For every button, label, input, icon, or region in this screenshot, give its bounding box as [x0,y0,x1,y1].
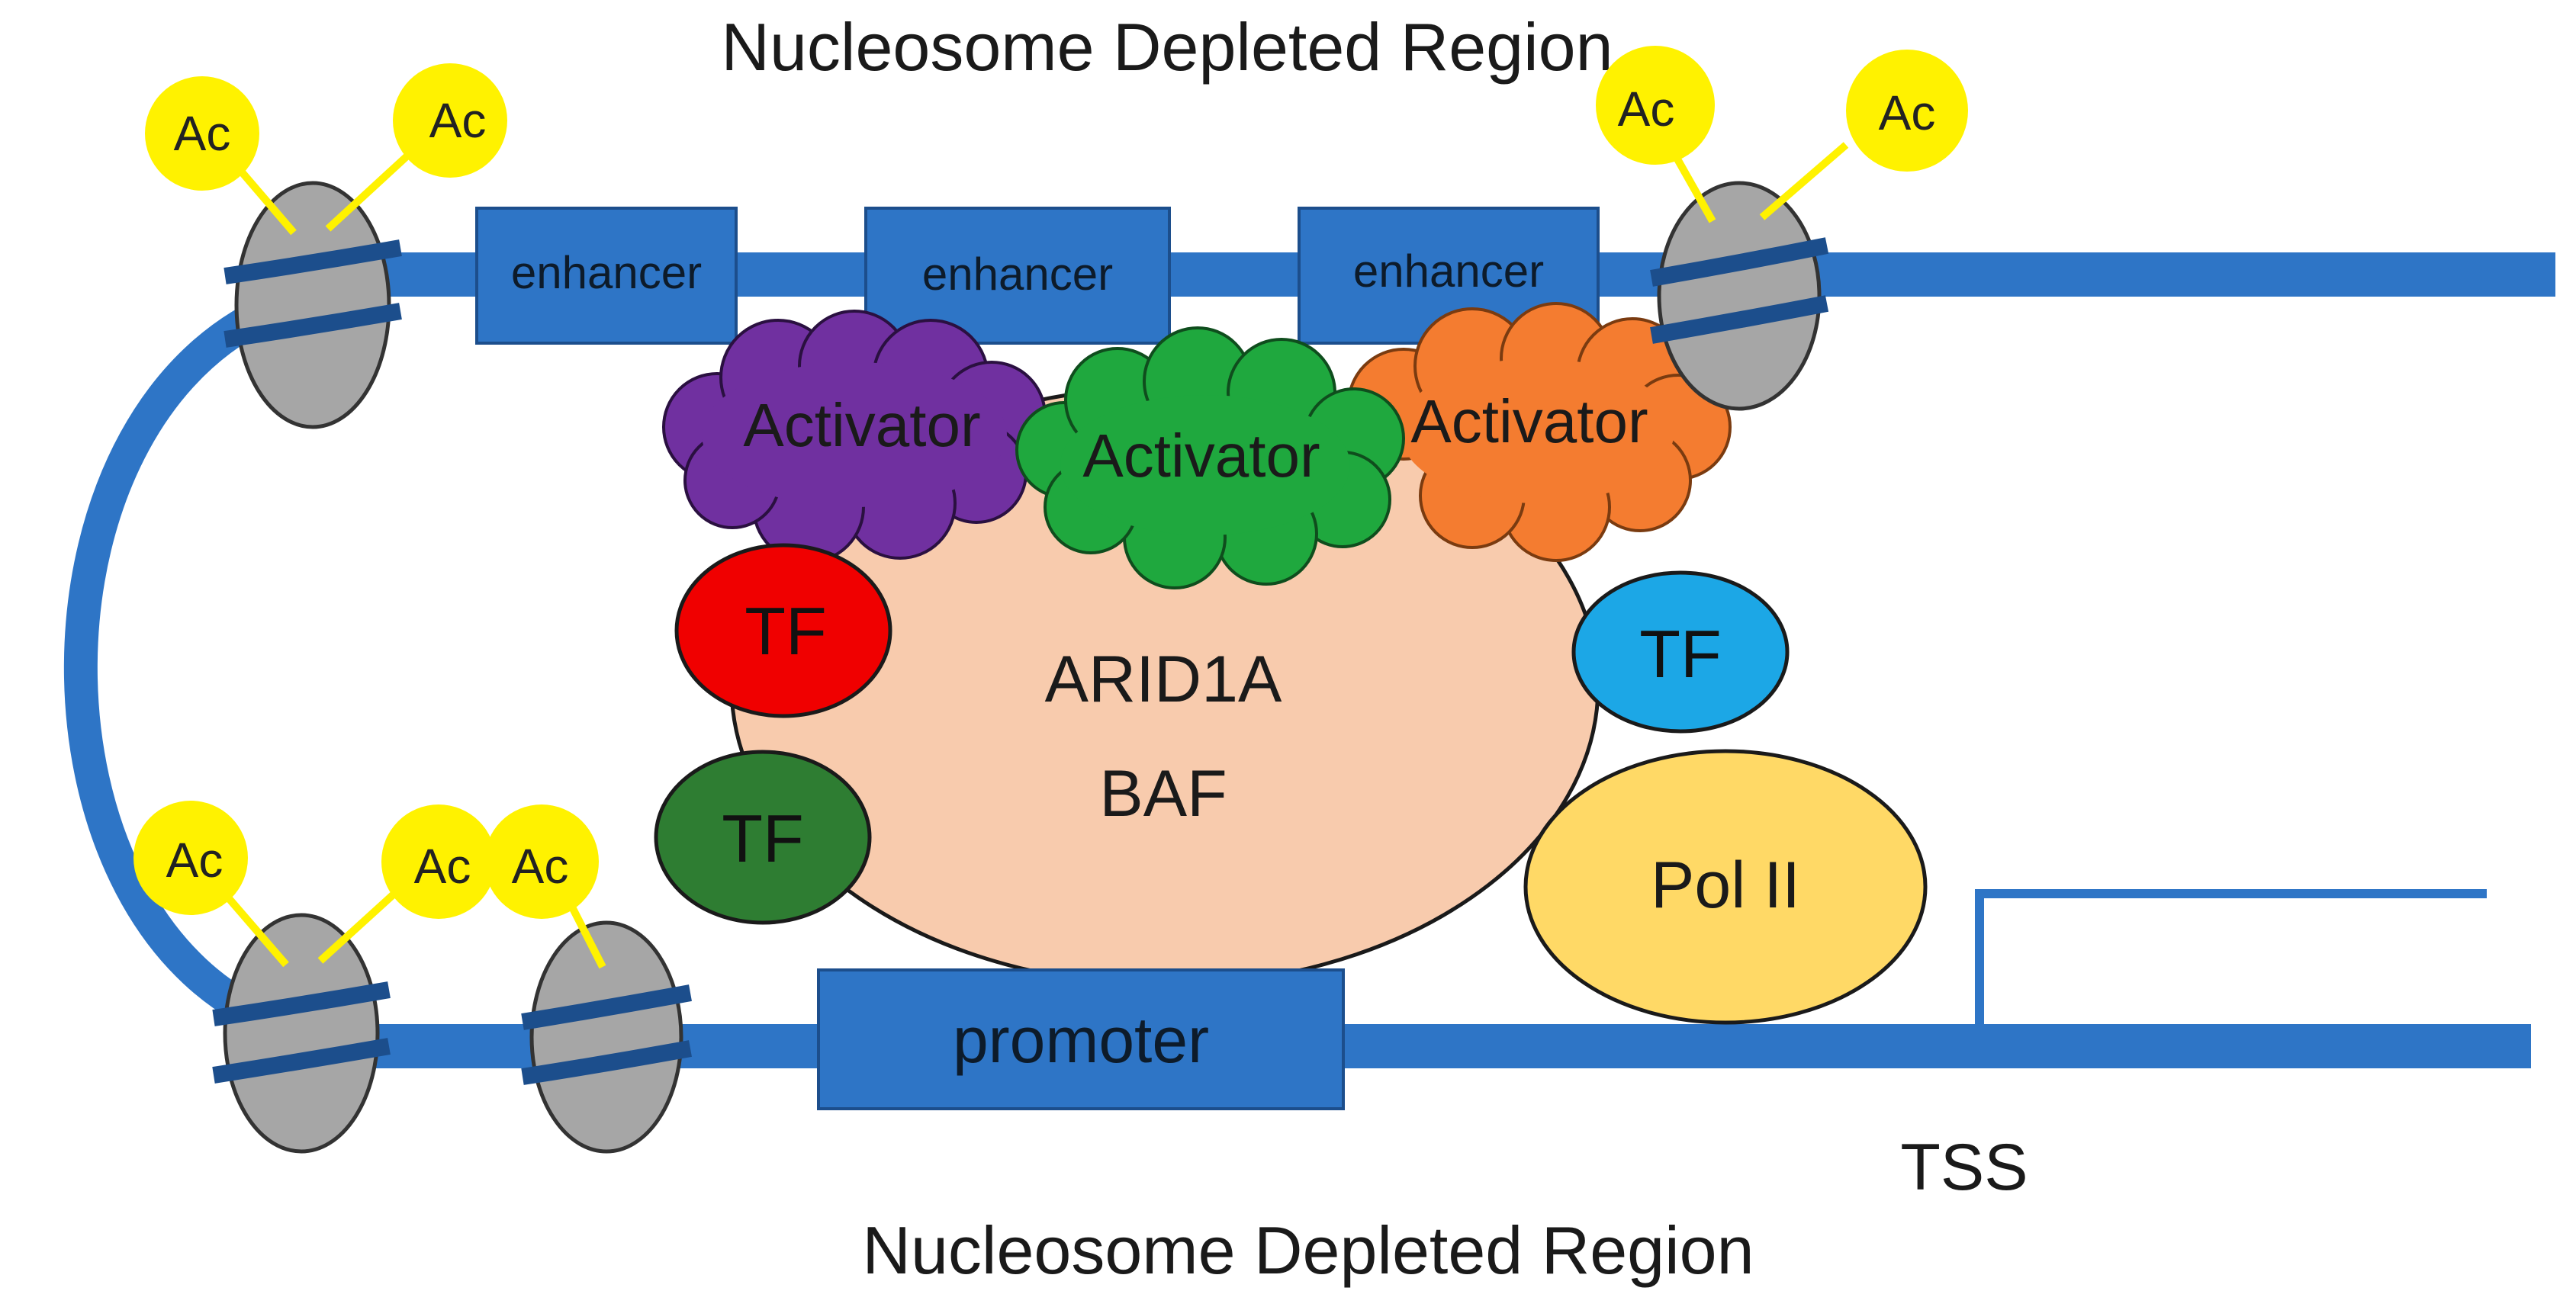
acetyl-label: Ac [174,106,231,161]
tf-label: TF [722,801,804,876]
acetyl-stick [1759,142,1849,220]
acetyl-tag: Ac [145,76,259,191]
title-top: Nucleosome Depleted Region [721,9,1613,85]
acetyl-tag: Ac [133,801,248,915]
acetyl-label: Ac [512,839,569,894]
acetyl-tag: Ac [393,63,507,178]
tf-label: TF [744,593,827,669]
tf-label: TF [1639,616,1722,692]
enhancer-box [475,207,738,345]
promoter: promoter [817,968,1345,1110]
activator-purple: Activator [662,310,1047,564]
promoter-label: promoter [953,1004,1209,1076]
tf-blue: TF [1571,570,1790,734]
enhancer-label: enhancer [1353,246,1544,297]
enhancer-label: enhancer [922,249,1113,300]
title-bottom: Nucleosome Depleted Region [862,1212,1754,1288]
nucleosome-bottom-left-2 [521,882,692,1154]
activator-orange: Activator [1347,302,1732,562]
acetyl-label: Ac [414,839,471,894]
promoter-box [817,968,1345,1110]
nucleosome-top-left [222,138,426,429]
activator-label: Activator [743,391,980,459]
acetyl-label: Ac [166,833,224,888]
activator-green: Activator [1015,326,1405,589]
acetyl-tag: Ac [1596,46,1715,165]
enhancer-1: enhancer [475,207,738,345]
tss-arrow-line [1975,889,2487,1026]
enhancer-label: enhancer [511,247,702,298]
acetyl-label: Ac [1618,82,1675,136]
activator-label: Activator [1082,422,1320,490]
nucleosome-top-right [1650,131,1849,411]
complex-label-line2: BAF [1099,757,1227,830]
nucleosome-bottom-left-1 [211,878,407,1154]
acetyl-tag: Ac [484,804,599,919]
tf-darkgreen: TF [654,750,872,925]
acetyl-tag: Ac [1846,50,1968,172]
pol2-label: Pol II [1651,849,1800,922]
dna-loop [63,285,300,1042]
acetyl-label: Ac [429,93,487,148]
activator-label: Activator [1410,387,1648,455]
acetyl-label: Ac [1879,85,1936,140]
acetyl-stick [317,882,407,964]
complex-label-line1: ARID1A [1045,643,1282,716]
tf-red: TF [674,543,892,718]
acetyl-tag: Ac [381,804,496,919]
tss-label: TSS [1900,1131,2028,1204]
enhancer-2: enhancer [864,207,1171,345]
pol2: Pol II [1523,749,1928,1025]
